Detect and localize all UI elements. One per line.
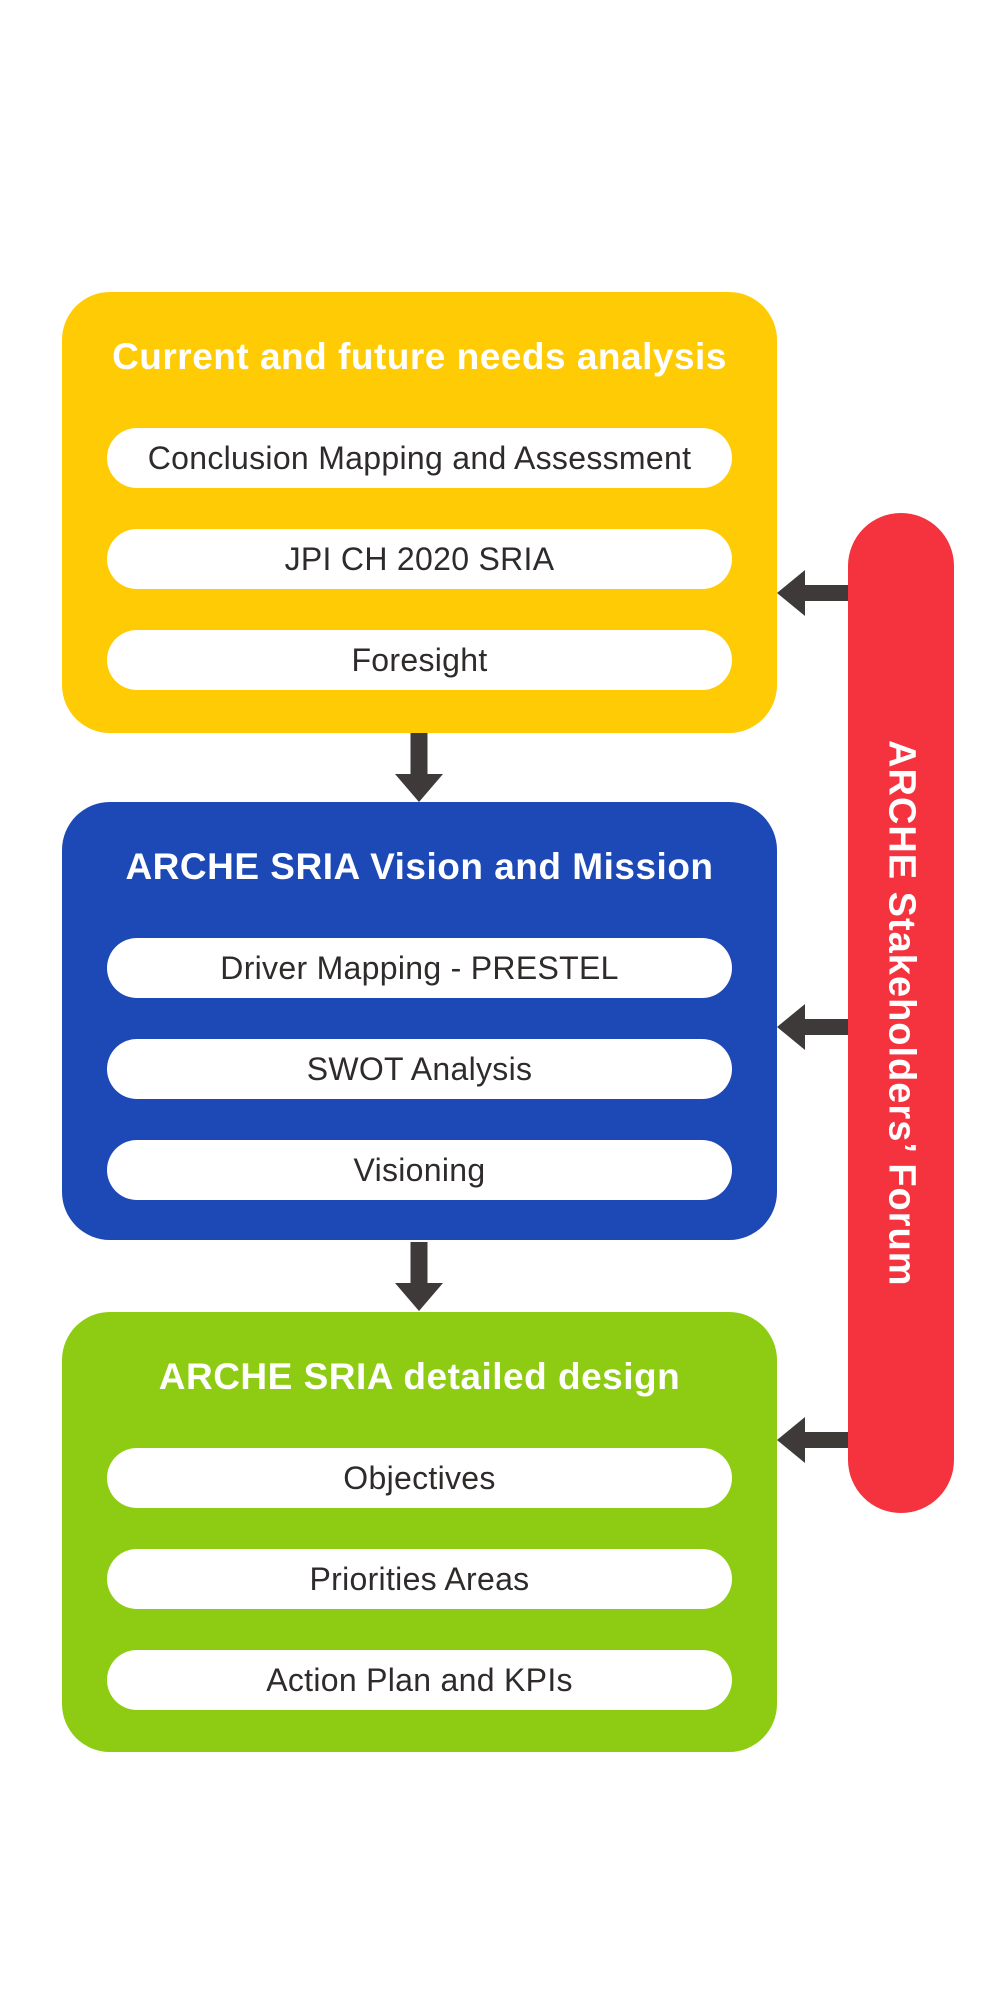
stage-item: Action Plan and KPIs: [107, 1650, 732, 1710]
stage-item: Objectives: [107, 1448, 732, 1508]
stage-item: Foresight: [107, 630, 732, 690]
stage-item: Conclusion Mapping and Assessment: [107, 428, 732, 488]
stage-item: SWOT Analysis: [107, 1039, 732, 1099]
forum-bar-label: ARCHE Stakeholders’ Forum: [880, 739, 923, 1287]
stage-title: Current and future needs analysis: [112, 336, 727, 377]
stage-item: Priorities Areas: [107, 1549, 732, 1609]
down-arrow-icon: [395, 1242, 443, 1311]
down-arrow-icon: [395, 733, 443, 802]
left-arrow-icon: [777, 570, 848, 616]
stage-detailed-design: ARCHE SRIA detailed design Objectives Pr…: [62, 1312, 777, 1752]
left-arrow-icon: [777, 1417, 848, 1463]
stakeholders-forum-bar: ARCHE Stakeholders’ Forum: [848, 513, 954, 1513]
left-arrow-icon: [777, 1004, 848, 1050]
stage-title: ARCHE SRIA detailed design: [158, 1356, 681, 1397]
stage-item: Driver Mapping - PRESTEL: [107, 938, 732, 998]
stage-title: ARCHE SRIA Vision and Mission: [125, 846, 714, 887]
stage-vision-mission: ARCHE SRIA Vision and Mission Driver Map…: [62, 802, 777, 1240]
stage-item: Visioning: [107, 1140, 732, 1200]
stage-item: JPI CH 2020 SRIA: [107, 529, 732, 589]
stage-needs-analysis: Current and future needs analysis Conclu…: [62, 292, 777, 733]
